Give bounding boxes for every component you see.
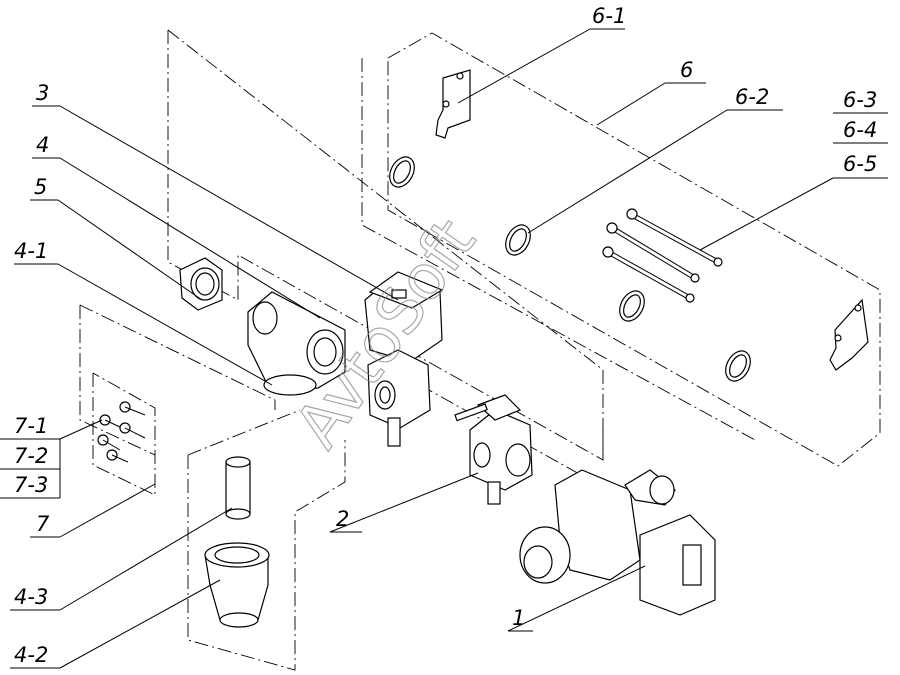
- part-5-flange: [179, 257, 223, 311]
- label-6-3: 6-3: [843, 88, 877, 112]
- label-4: 4: [36, 133, 49, 157]
- long-bolts-6-3-6-5: [602, 208, 723, 303]
- label-6: 6: [680, 58, 693, 82]
- assembly-outlines: [79, 29, 881, 671]
- label-4-1: 4-1: [14, 239, 48, 263]
- label-2: 2: [336, 507, 349, 531]
- label-5: 5: [34, 175, 47, 199]
- label-7-1: 7-1: [14, 414, 48, 438]
- part-4-2-bowl: [204, 542, 270, 628]
- label-4-2: 4-2: [14, 643, 48, 667]
- part-3-valve-block: [364, 271, 444, 447]
- part-labels: 6-1 6 6-2 6-3 6-4 6-5 3 4 5 4-1 7-1 7-2 …: [14, 4, 877, 667]
- small-bolts-7: [97, 401, 146, 463]
- part-4-3-tube: [225, 456, 251, 520]
- label-4-3: 4-3: [14, 585, 48, 609]
- label-6-1: 6-1: [592, 4, 626, 28]
- part-6-1-bracket: [435, 69, 471, 139]
- label-1: 1: [512, 606, 525, 630]
- label-3: 3: [36, 81, 49, 105]
- part-6-bracket-right: [829, 298, 869, 371]
- part-4-filter-housing: [247, 291, 346, 396]
- o-rings: [389, 156, 751, 382]
- part-1-regulator: [519, 469, 716, 616]
- part-2-valve: [454, 394, 533, 505]
- label-7: 7: [36, 512, 50, 536]
- label-7-2: 7-2: [14, 444, 48, 468]
- label-7-3: 7-3: [14, 473, 48, 497]
- leader-lines: [0, 28, 888, 669]
- label-6-4: 6-4: [843, 118, 877, 142]
- label-6-2: 6-2: [735, 85, 769, 109]
- label-6-5: 6-5: [843, 152, 877, 176]
